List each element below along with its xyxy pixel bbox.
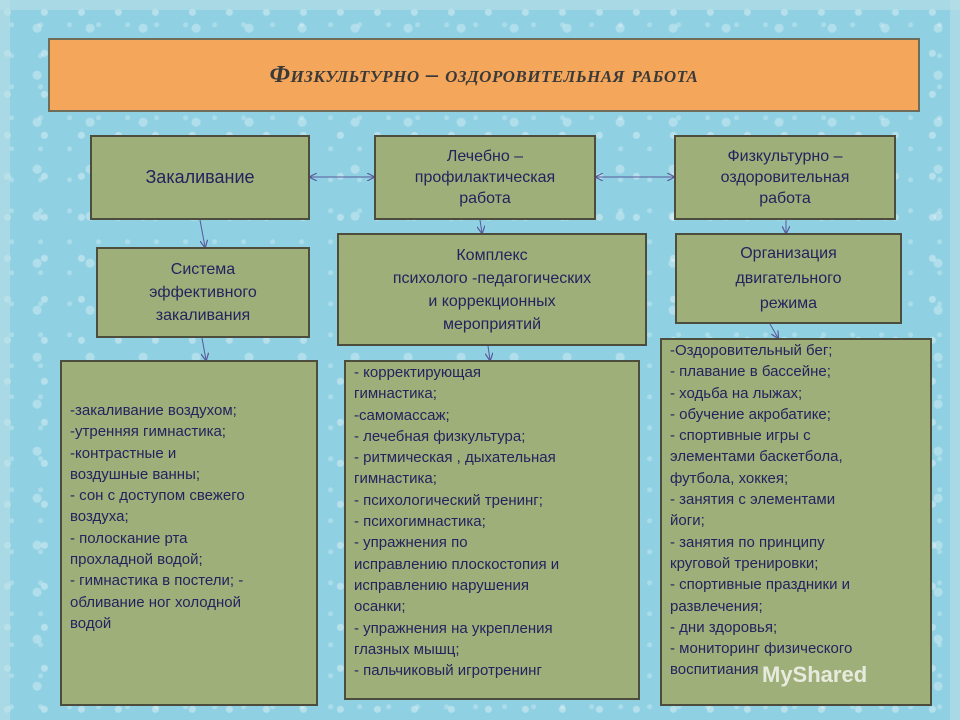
list-kompleks-items: - корректирующая гимнастика; -самомассаж; -… bbox=[354, 362, 630, 681]
list-item: гимнастика; bbox=[354, 470, 437, 488]
list-item: - пальчиковый игротренинг bbox=[354, 662, 542, 680]
box-fizkulturno-label: Физкультурно – оздоровительная работа bbox=[720, 148, 850, 207]
list-dvigatelny-rezhim: -Оздоровительный бег; - плавание в бассей… bbox=[660, 338, 932, 706]
box-kompleks-meropriyatiy: Комплекс психолого -педагогических и кор… bbox=[337, 233, 647, 346]
list-item: воздушные ванны; bbox=[70, 465, 201, 483]
box-lechebno-label: Лечебно – профилактическая работа bbox=[414, 148, 556, 207]
list-item: - обучение акробатике; bbox=[670, 405, 831, 423]
list-item: - сон с доступом свежего bbox=[70, 487, 245, 505]
list-item: - ходьба на лыжах; bbox=[670, 384, 803, 402]
list-item: - спортивные игры с bbox=[670, 427, 811, 445]
list-item: - лечебная физкультура; bbox=[354, 427, 526, 445]
list-item: гимнастика; bbox=[354, 385, 437, 403]
list-item: водой bbox=[70, 614, 112, 632]
list-kompleks: - корректирующая гимнастика; -самомассаж; -… bbox=[344, 360, 640, 700]
list-item: воспитиания bbox=[670, 661, 759, 679]
list-item: -контрастные и bbox=[70, 444, 177, 462]
background-strip-left bbox=[0, 0, 10, 720]
list-item: развлечения; bbox=[670, 597, 763, 615]
list-item: йоги; bbox=[670, 512, 705, 530]
box-organizaciya-rezhima: Организация двигательного режима bbox=[675, 233, 902, 324]
list-rezhim-items: -Оздоровительный бег; - плавание в бассей… bbox=[670, 340, 922, 681]
list-item: исправлению плоскостопия и bbox=[354, 555, 560, 573]
arrow-down-center-2 bbox=[488, 345, 490, 360]
list-item: исправлению нарушения bbox=[354, 576, 529, 594]
list-item: прохладной водой; bbox=[70, 551, 203, 569]
box-zakalivanie: Закаливание bbox=[90, 135, 310, 220]
page-title: Физкультурно – оздоровительная работа bbox=[269, 61, 699, 88]
list-item: глазных мышц; bbox=[354, 640, 460, 658]
box-sistema-label: Система эффективного закаливания bbox=[149, 261, 257, 324]
list-item: элементами баскетбола, bbox=[670, 448, 843, 466]
watermark-logo: MyShared bbox=[762, 662, 867, 688]
list-item: - психологический тренинг; bbox=[354, 491, 543, 509]
list-item: - корректирующая bbox=[354, 364, 481, 381]
list-item: - гимнастика в постели; - bbox=[70, 572, 244, 590]
list-item: - упражнения на укрепления bbox=[354, 619, 553, 637]
list-item: - плавание в бассейне; bbox=[670, 363, 831, 381]
list-item: воздуха; bbox=[70, 508, 129, 526]
arrow-down-left-1 bbox=[199, 219, 205, 247]
box-sistema-zakalivaniya: Система эффективного закаливания bbox=[96, 247, 310, 338]
title-banner: Физкультурно – оздоровительная работа bbox=[48, 38, 920, 112]
list-item: футбола, хоккея; bbox=[670, 469, 789, 487]
list-zakalivanie: -закаливание воздухом; -утренняя гимнасти… bbox=[60, 360, 318, 706]
box-organizaciya-label: Организация двигательного режима bbox=[735, 245, 842, 312]
box-kompleks-label: Комплекс психолого -педагогических и кор… bbox=[392, 246, 592, 333]
list-item: -Оздоровительный бег; bbox=[670, 342, 833, 359]
list-zakalivanie-items: -закаливание воздухом; -утренняя гимнасти… bbox=[70, 400, 308, 634]
list-item: - дни здоровья; bbox=[670, 618, 778, 636]
box-fizkulturno-ozdorovitelnaya: Физкультурно – оздоровительная работа bbox=[674, 135, 896, 220]
arrow-down-left-2 bbox=[202, 337, 206, 360]
list-item: осанки; bbox=[354, 598, 406, 616]
list-item: -закаливание воздухом; bbox=[70, 402, 237, 419]
arrow-down-center-1 bbox=[480, 219, 482, 233]
list-item: - упражнения по bbox=[354, 534, 468, 552]
list-item: - ритмическая , дыхательная bbox=[354, 449, 556, 467]
list-item: - психогимнастика; bbox=[354, 513, 486, 531]
list-item: обливание ног холодной bbox=[70, 593, 242, 611]
watermark-text: MyShared bbox=[762, 662, 868, 687]
list-item: - мониторинг физического bbox=[670, 640, 853, 658]
box-lechebno-profilakticheskaya: Лечебно – профилактическая работа bbox=[374, 135, 596, 220]
background-strip-right bbox=[950, 0, 960, 720]
list-item: - занятия с элементами bbox=[670, 491, 836, 509]
background-strip-top bbox=[0, 0, 960, 10]
list-item: -самомассаж; bbox=[354, 406, 450, 424]
list-item: -утренняя гимнастика; bbox=[70, 423, 226, 441]
list-item: круговой тренировки; bbox=[670, 554, 819, 572]
list-item: - спортивные праздники и bbox=[670, 576, 851, 594]
arrow-down-right-2 bbox=[769, 323, 778, 338]
list-item: - полоскание рта bbox=[70, 529, 188, 547]
list-item: - занятия по принципу bbox=[670, 533, 825, 551]
box-zakalivanie-label: Закаливание bbox=[145, 167, 255, 187]
